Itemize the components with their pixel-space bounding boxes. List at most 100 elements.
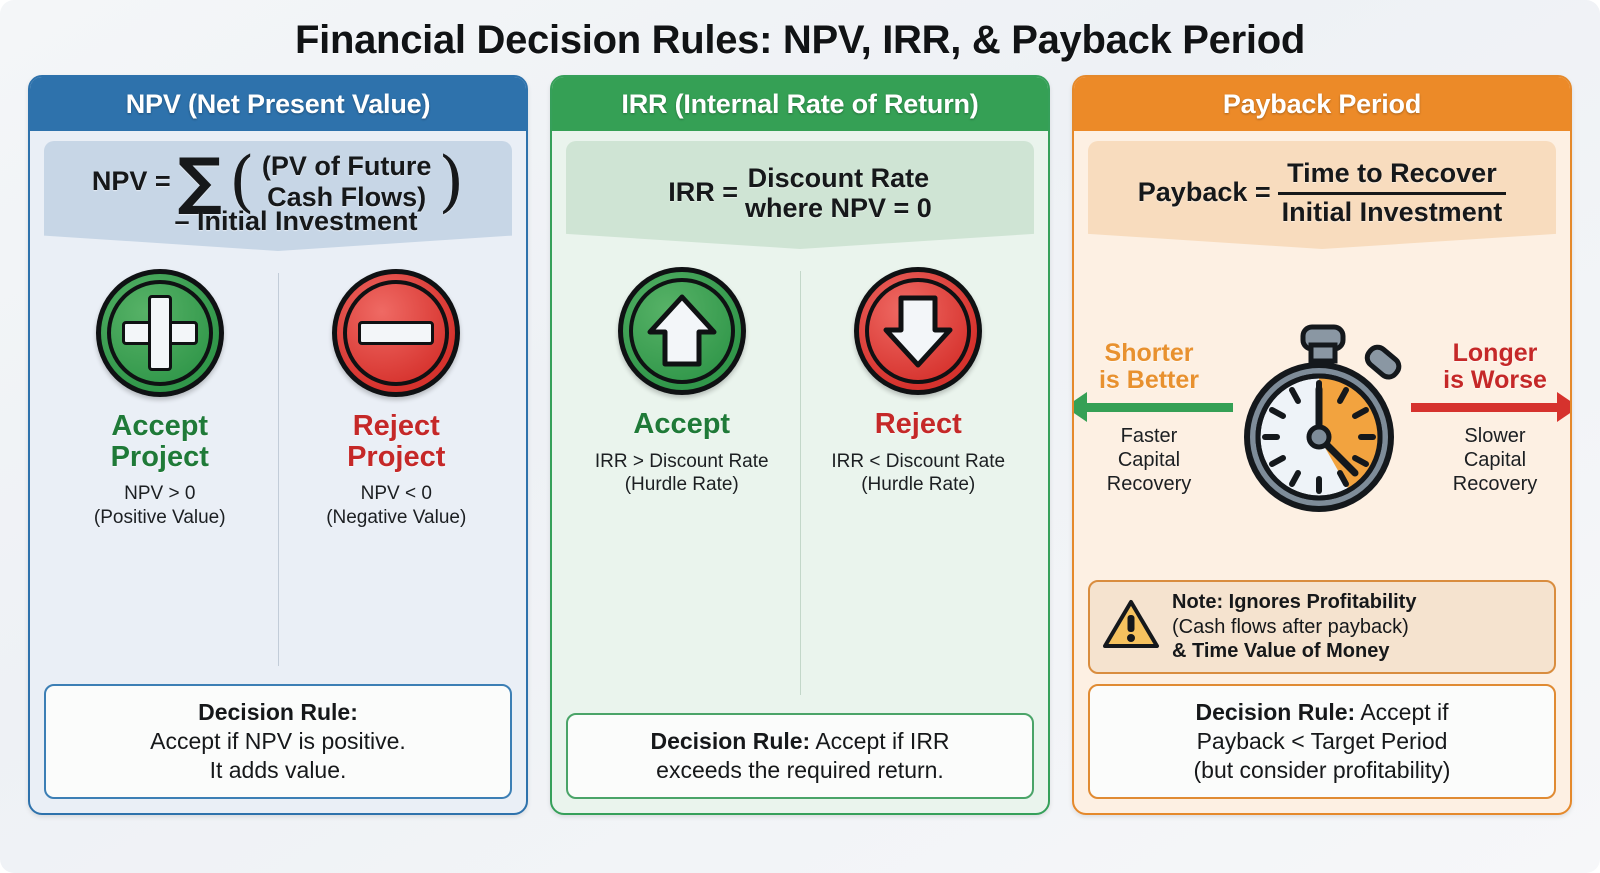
payback-left-small-line1: Faster: [1120, 425, 1178, 448]
payback-formula-denominator: Initial Investment: [1281, 196, 1503, 227]
npv-formula-lhs: NPV =: [91, 165, 171, 196]
irr-accept-sub-line2: (Hurdle Rate): [624, 474, 739, 496]
irr-reject-sub-line1: IRR < Discount Rate: [831, 450, 1006, 472]
page-title: Financial Decision Rules: NPV, IRR, & Pa…: [295, 18, 1305, 62]
payback-rule-label: Decision Rule:: [1195, 699, 1356, 726]
payback-formula: Payback = Time to Recover Initial Invest…: [1137, 157, 1507, 229]
panel-npv-header: NPV (Net Present Value): [30, 77, 526, 131]
irr-formula-line2: where NPV = 0: [744, 193, 932, 223]
irr-accept-block: Accept IRR > Discount Rate (Hurdle Rate): [564, 267, 800, 497]
npv-accept-label-line2: Project: [110, 440, 209, 473]
payback-right-big-line1: Longer: [1452, 339, 1538, 368]
payback-rule-line1: Accept if: [1355, 699, 1449, 726]
payback-left-small-line2: Capital: [1117, 449, 1181, 472]
arrow-left-icon: [1074, 392, 1233, 423]
npv-decision-rule: Decision Rule: Accept if NPV is positive…: [44, 684, 512, 799]
payback-left-big: Shorter is Better: [1074, 340, 1233, 395]
irr-accept-sub-line1: IRR > Discount Rate: [594, 450, 769, 472]
payback-note-line2: (Cash flows after payback): [1172, 615, 1409, 638]
payback-scale: Shorter is Better Faster Capital Recover…: [1074, 253, 1570, 580]
irr-rule-line2: exceeds the required return.: [656, 757, 944, 784]
npv-formula-box: NPV = ∑ ( (PV of Future Cash Flows) ) – …: [44, 141, 512, 251]
payback-note-line3: & Time Value of Money: [1172, 640, 1390, 663]
payback-formula-numerator: Time to Recover: [1287, 157, 1497, 188]
arrow-up-circle-icon: [617, 267, 746, 395]
npv-outcomes: Accept Project NPV > 0 (Positive Value): [42, 255, 514, 684]
npv-accept-label: Accept Project: [111, 411, 209, 472]
panel-irr-body: IRR = Discount Rate where NPV = 0: [552, 131, 1048, 813]
npv-rule-line1: Accept if NPV is positive.: [150, 728, 406, 755]
irr-reject-sub-line2: (Hurdle Rate): [861, 474, 976, 496]
irr-accept-label: Accept: [633, 409, 730, 440]
sigma-icon: ∑: [177, 144, 223, 218]
warning-triangle-icon: [1102, 598, 1160, 655]
npv-accept-sub: NPV > 0 (Positive Value): [94, 482, 226, 530]
irr-reject-sub: IRR < Discount Rate (Hurdle Rate): [831, 450, 1005, 498]
irr-accept-sub: IRR > Discount Rate (Hurdle Rate): [595, 450, 769, 498]
payback-left-block: Shorter is Better Faster Capital Recover…: [1074, 340, 1233, 496]
payback-note-box: Note: Ignores Profitability (Cash flows …: [1088, 579, 1556, 675]
irr-formula-box: IRR = Discount Rate where NPV = 0: [566, 141, 1034, 249]
panel-npv-body: NPV = ∑ ( (PV of Future Cash Flows) ) – …: [30, 131, 526, 813]
panel-irr-header: IRR (Internal Rate of Return): [552, 77, 1048, 131]
plus-circle-icon: [95, 269, 224, 397]
npv-reject-sub-line1: NPV < 0: [360, 483, 432, 505]
irr-reject-block: Reject IRR < Discount Rate (Hurdle Rate): [801, 267, 1037, 497]
payback-right-small-line3: Recovery: [1452, 473, 1538, 496]
panel-npv: NPV (Net Present Value) NPV = ∑ ( (PV of…: [28, 75, 528, 815]
npv-accept-block: Accept Project NPV > 0 (Positive Value): [42, 269, 278, 530]
arrow-right-icon: [1411, 392, 1570, 423]
paren-close-icon: ): [438, 142, 465, 220]
paren-open-icon: (: [229, 142, 255, 220]
irr-outcome-divider: [799, 271, 801, 696]
payback-formula-lhs: Payback =: [1137, 177, 1271, 208]
payback-note-line1: Note: Ignores Profitability: [1172, 590, 1417, 613]
payback-rule-line3: (but consider profitability): [1193, 757, 1451, 784]
irr-rule-line1: Accept if IRR: [810, 728, 950, 755]
irr-decision-rule: Decision Rule: Accept if IRR exceeds the…: [566, 713, 1034, 799]
irr-outcomes: Accept IRR > Discount Rate (Hurdle Rate): [564, 253, 1036, 713]
irr-rule-label: Decision Rule:: [650, 728, 811, 755]
payback-right-small: Slower Capital Recovery: [1411, 424, 1570, 496]
payback-right-big: Longer is Worse: [1411, 339, 1570, 395]
npv-reject-sub: NPV < 0 (Negative Value): [326, 482, 466, 530]
payback-note-text: Note: Ignores Profitability (Cash flows …: [1172, 590, 1416, 664]
npv-accept-sub-line2: (Positive Value): [93, 507, 226, 529]
irr-formula-lhs: IRR =: [668, 177, 738, 208]
npv-reject-block: Reject Project NPV < 0 (Negative Value): [279, 269, 515, 530]
payback-right-small-line1: Slower: [1464, 425, 1526, 448]
npv-rule-label: Decision Rule:: [198, 699, 358, 726]
npv-accept-sub-line1: NPV > 0: [124, 483, 196, 505]
payback-left-small: Faster Capital Recovery: [1074, 424, 1233, 496]
payback-right-block: Longer is Worse Slower Capital Recovery: [1411, 339, 1570, 496]
npv-formula-line2: – Initial Investment: [174, 206, 418, 236]
irr-accept-label-line1: Accept: [633, 408, 731, 440]
arrow-down-circle-icon: [854, 267, 983, 395]
payback-right-small-line2: Capital: [1463, 449, 1527, 472]
payback-left-small-line3: Recovery: [1106, 473, 1192, 496]
payback-rule-line2: Payback < Target Period: [1196, 728, 1448, 755]
panel-payback-body: Payback = Time to Recover Initial Invest…: [1074, 131, 1570, 813]
irr-formula-line1: Discount Rate: [747, 162, 930, 193]
irr-formula: IRR = Discount Rate where NPV = 0: [668, 163, 932, 224]
npv-reject-sub-line2: (Negative Value): [326, 507, 467, 529]
minus-circle-icon: [332, 269, 461, 397]
npv-accept-label-line1: Accept: [111, 410, 209, 442]
panels-row: NPV (Net Present Value) NPV = ∑ ( (PV of…: [14, 75, 1586, 815]
panel-irr: IRR (Internal Rate of Return) IRR = Disc…: [550, 75, 1050, 815]
npv-reject-label: Reject Project: [347, 411, 445, 472]
npv-formula-paren-line2: Cash Flows): [267, 181, 427, 212]
irr-reject-label-line1: Reject: [874, 408, 962, 440]
payback-formula-box: Payback = Time to Recover Initial Invest…: [1088, 141, 1556, 249]
payback-right-big-line2: is Worse: [1443, 366, 1547, 395]
irr-reject-label: Reject: [875, 409, 962, 440]
npv-rule-line2: It adds value.: [209, 757, 347, 784]
payback-decision-rule: Decision Rule: Accept if Payback < Targe…: [1088, 684, 1556, 799]
stopwatch-icon: [1233, 323, 1411, 513]
npv-reject-label-line1: Reject: [352, 410, 440, 442]
npv-formula-paren-line1: (PV of Future: [261, 151, 432, 181]
panel-payback-header: Payback Period: [1074, 77, 1570, 131]
payback-left-big-line2: is Better: [1098, 366, 1200, 395]
npv-formula: NPV = ∑ ( (PV of Future Cash Flows) ): [91, 142, 465, 220]
